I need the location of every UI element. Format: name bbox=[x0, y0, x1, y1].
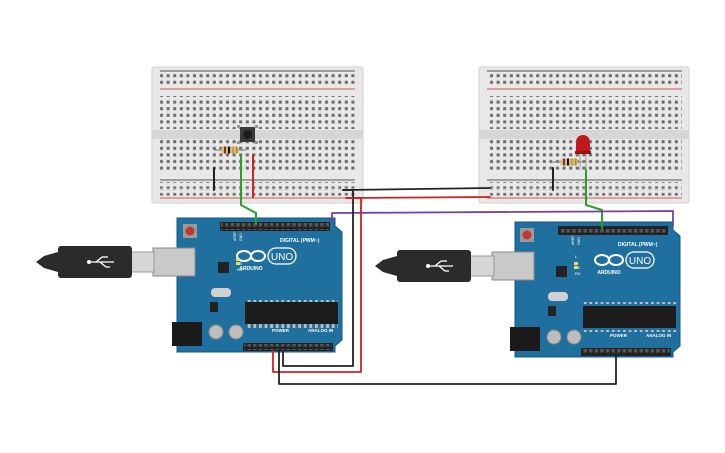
analog-label: ANALOG IN bbox=[308, 328, 333, 333]
pushbutton-icon bbox=[237, 125, 258, 144]
digital-label: DIGITAL (PWM~) bbox=[618, 242, 658, 248]
wire-green bbox=[240, 154, 257, 225]
usb-cable-icon bbox=[36, 246, 155, 278]
wire-red bbox=[272, 197, 362, 373]
wire-red bbox=[345, 196, 491, 199]
rx-label: RX bbox=[237, 267, 243, 272]
breadboard-right bbox=[478, 66, 690, 204]
gnd-label: GND bbox=[577, 237, 581, 245]
arduino-logo-icon bbox=[594, 254, 624, 266]
aref-label: AREF bbox=[571, 236, 575, 245]
usb-cable-icon bbox=[375, 250, 495, 282]
aref-label: AREF bbox=[233, 232, 237, 241]
arduino-uno-right: UNO ARDUINO DIGITAL (PWM~) AREF GND TX R… bbox=[491, 221, 681, 358]
board-brand: ARDUINO bbox=[597, 270, 620, 276]
arduino-logo-icon bbox=[236, 250, 266, 262]
power-label: POWER bbox=[610, 333, 628, 338]
led-icon bbox=[575, 135, 591, 170]
board-model: UNO bbox=[629, 256, 651, 267]
wire-green bbox=[585, 169, 603, 229]
rx-label: RX bbox=[575, 271, 581, 276]
analog-label: ANALOG IN bbox=[646, 333, 671, 338]
wire-black bbox=[282, 189, 354, 367]
led-l-label: L bbox=[237, 250, 240, 255]
resistor-icon bbox=[553, 158, 586, 166]
power-label: POWER bbox=[272, 328, 290, 333]
gnd-label: GND bbox=[239, 233, 243, 241]
wire-purple bbox=[331, 210, 674, 227]
board-brand: ARDUINO bbox=[239, 266, 262, 272]
breadboard-left bbox=[151, 66, 364, 204]
led-l-label: L bbox=[575, 254, 578, 259]
board-model: UNO bbox=[271, 252, 293, 263]
arduino-uno-left: UNO ARDUINO DIGITAL (PWM~) AREF GND TX R… bbox=[152, 217, 343, 353]
wires bbox=[213, 154, 674, 385]
wire-black bbox=[278, 350, 617, 385]
digital-label: DIGITAL (PWM~) bbox=[280, 238, 320, 244]
resistor-icon bbox=[214, 146, 246, 154]
wire-black bbox=[342, 187, 491, 191]
